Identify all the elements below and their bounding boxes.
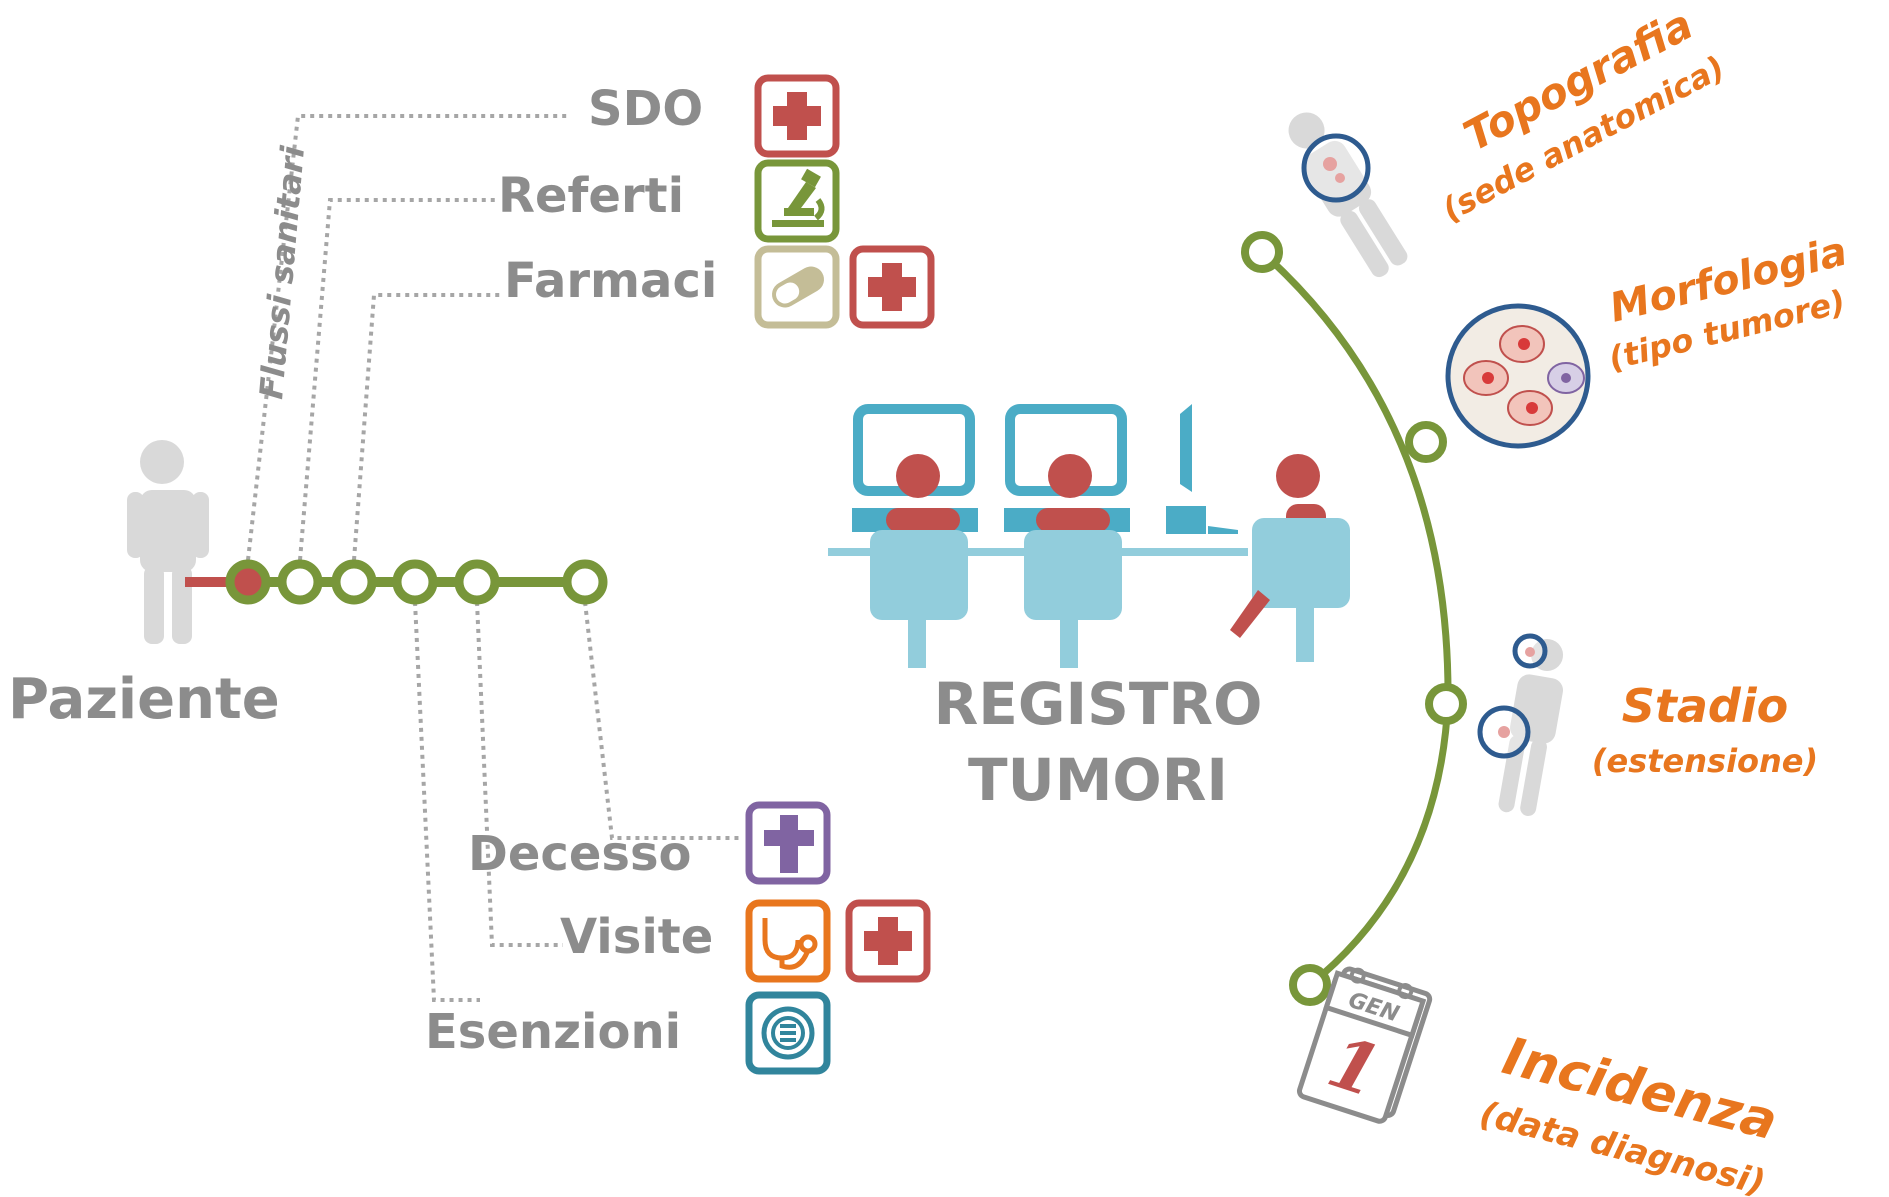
calendar-icon: GEN 1 — [1296, 966, 1433, 1124]
timeline-node-5 — [454, 559, 500, 605]
registry-title-line2: TUMORI — [968, 746, 1228, 814]
output-arc — [1259, 249, 1452, 988]
arc-node-incidenza — [1289, 964, 1331, 1006]
office-workers-icon — [828, 404, 1350, 668]
pill-icon — [754, 245, 840, 329]
exemption-icon — [745, 991, 831, 1075]
cross-icon — [745, 801, 831, 885]
body-spread-icon — [1477, 633, 1564, 817]
timeline-nodes — [225, 559, 608, 605]
body-magnifier-icon — [1288, 112, 1408, 278]
source-referti-label: Referti — [498, 168, 684, 224]
timeline-node-6 — [562, 559, 608, 605]
source-sdo-label: SDO — [588, 81, 703, 137]
patient-figure-icon — [127, 440, 209, 644]
arc-node-morfologia — [1405, 421, 1447, 463]
farmaci-hospital-cross-icon — [849, 245, 935, 329]
timeline-node-1 — [225, 559, 271, 605]
timeline-node-2 — [277, 559, 323, 605]
arc-node-topografia — [1241, 231, 1283, 273]
microscope-icon — [754, 159, 840, 243]
sdo-hospital-cross-icon — [754, 74, 840, 158]
source-esenzioni-label: Esenzioni — [425, 1004, 681, 1060]
bottom-connectors — [413, 601, 740, 1002]
arc-nodes — [1241, 231, 1467, 1006]
arc-node-stadio — [1425, 683, 1467, 725]
timeline-node-4 — [392, 559, 438, 605]
source-farmaci-label: Farmaci — [504, 253, 717, 309]
source-decesso-label: Decesso — [468, 826, 692, 882]
visite-hospital-cross-icon — [845, 899, 931, 983]
top-connectors — [246, 114, 570, 561]
output-stadio-subtitle: (estensione) — [1592, 742, 1818, 780]
flussi-label: Flussi sanitari — [252, 143, 312, 400]
registry-title-line1: REGISTRO — [934, 670, 1263, 738]
source-visite-label: Visite — [560, 909, 713, 965]
stethoscope-icon — [745, 899, 831, 983]
cells-icon — [1445, 303, 1591, 449]
patient-label: Paziente — [8, 667, 280, 732]
output-stadio-title: Stadio — [1622, 679, 1788, 733]
timeline-node-3 — [331, 559, 377, 605]
